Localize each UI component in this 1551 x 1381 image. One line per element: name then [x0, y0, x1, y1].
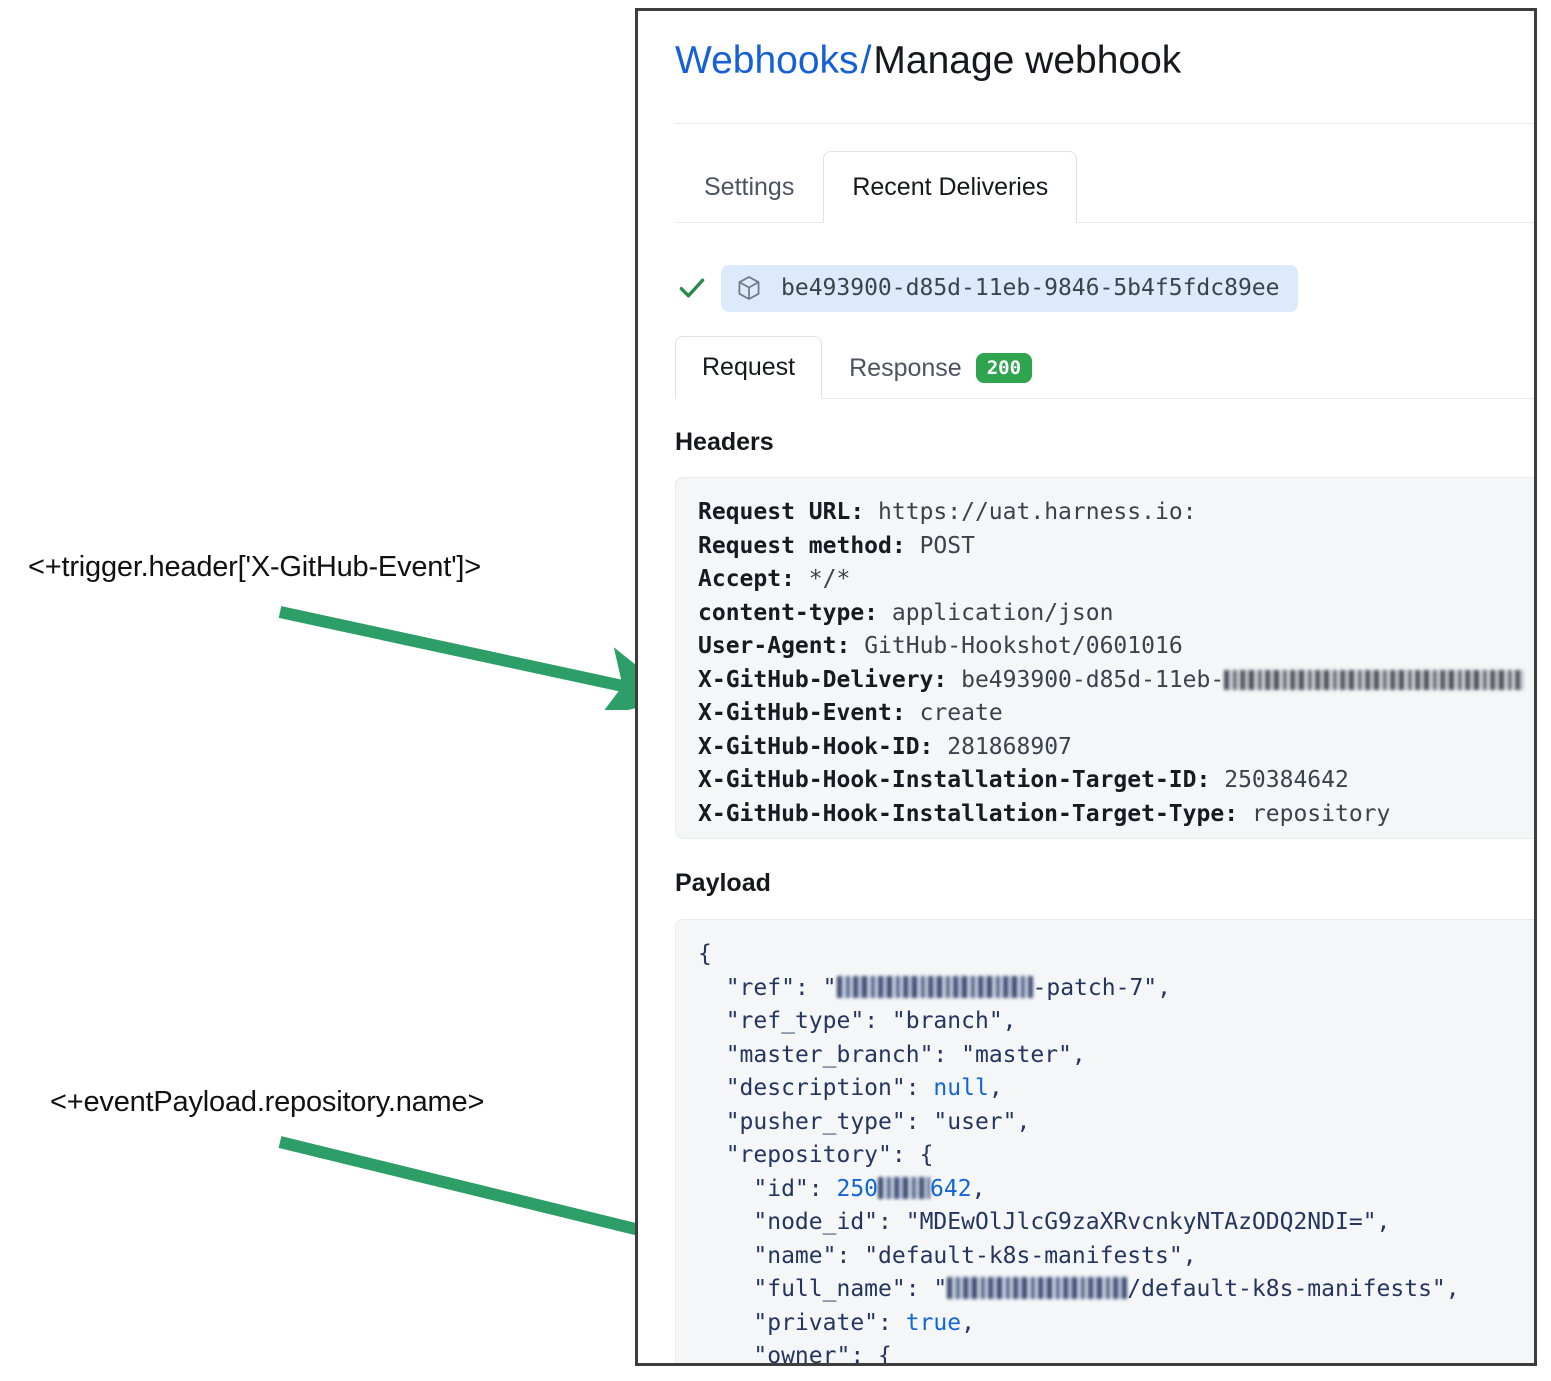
payload-key-node-id: "node_id" [753, 1209, 879, 1235]
payload-key-name: "name" [753, 1242, 837, 1269]
tab-request-label: Request [702, 353, 796, 381]
payload-key-full-name: "full_name" [753, 1276, 906, 1302]
breadcrumb-link-webhooks[interactable]: Webhooks [675, 39, 859, 82]
outer-tab-list: Settings Recent Deliveries [675, 151, 1078, 223]
payload-key-pusher-type: "pusher_type" [725, 1108, 906, 1135]
payload-code-block: { "ref": "-patch-7", "ref_type": "branch… [675, 919, 1534, 1366]
delivery-row[interactable]: be493900-d85d-11eb-9846-5b4f5fdc89ee [675, 263, 1298, 313]
payload-key-master-branch: "master_branch" [725, 1041, 934, 1068]
header-key-accept: Accept: [698, 566, 795, 592]
header-key-x-github-event: X-GitHub-Event: [698, 700, 906, 726]
redacted-delivery-id [1224, 669, 1525, 690]
payload-value-node-id: MDEwOlJlcG9zaXRvcnkyNTAzODQ2NDI= [919, 1209, 1363, 1235]
header-key-request-url: Request URL: [698, 499, 865, 525]
headers-code-block: Request URL: https://uat.harness.io: Req… [675, 477, 1534, 839]
inner-tab-list: Request Response 200 [675, 336, 1059, 399]
header-key-hook-installation-target-type: X-GitHub-Hook-Installation-Target-Type: [698, 800, 1239, 827]
tab-response-label: Response [849, 353, 962, 382]
payload-key-repository: "repository" [725, 1142, 892, 1168]
payload-value-ref-type: "branch", [891, 1008, 1017, 1034]
header-key-hook-installation-target-id: X-GitHub-Hook-Installation-Target-ID: [698, 767, 1211, 793]
header-value-content-type: application/json [891, 599, 1114, 626]
breadcrumb-separator: / [860, 39, 872, 82]
payload-value-full-name-suffix: /default-k8s-manifests [1127, 1276, 1432, 1302]
payload-key-description: "description" [725, 1075, 906, 1101]
payload-key-ref: "ref" [725, 974, 795, 1001]
tab-settings-label: Settings [704, 173, 795, 201]
annotation-arrow-trigger-header [278, 606, 677, 710]
payload-value-description: null [933, 1075, 989, 1101]
tab-request[interactable]: Request [675, 336, 823, 399]
header-key-request-method: Request method: [698, 532, 906, 559]
payload-value-pusher-type: "user", [933, 1108, 1031, 1135]
inner-tabs-baseline [675, 398, 1534, 399]
redacted-ref-owner [836, 975, 1033, 998]
breadcrumb-divider [675, 123, 1534, 124]
payload-key-ref-type: "ref_type" [725, 1008, 865, 1034]
tab-recent-deliveries-label: Recent Deliveries [852, 172, 1049, 201]
header-value-hook-installation-target-type: repository [1251, 800, 1391, 827]
payload-key-owner: "owner" [753, 1343, 851, 1366]
payload-key-private: "private" [753, 1309, 879, 1336]
tab-settings[interactable]: Settings [675, 151, 823, 223]
header-value-request-method: POST [919, 532, 975, 559]
header-value-x-github-hook-id: 281868907 [947, 733, 1072, 760]
payload-value-ref-suffix: -patch-7 [1032, 974, 1144, 1001]
header-value-request-url: https://uat.harness.io: [878, 499, 1197, 525]
redacted-repo-id [878, 1176, 931, 1199]
payload-value-private: true [905, 1309, 962, 1336]
headers-section-title: Headers [675, 428, 774, 456]
header-value-user-agent: GitHub-Hookshot/0601016 [864, 633, 1183, 659]
annotation-label-event-payload: <+eventPayload.repository.name> [50, 1086, 485, 1118]
header-key-x-github-delivery: X-GitHub-Delivery: [698, 666, 948, 693]
payload-value-id-suffix: 642 [930, 1175, 972, 1202]
payload-section-title: Payload [675, 869, 771, 897]
payload-value-master-branch: "master", [961, 1041, 1086, 1068]
breadcrumb-current-page: Manage webhook [873, 39, 1182, 82]
delivery-id-text: be493900-d85d-11eb-9846-5b4f5fdc89ee [781, 275, 1280, 301]
webhook-panel: Webhooks/Manage webhook Settings Recent … [635, 8, 1537, 1366]
breadcrumb: Webhooks/Manage webhook [675, 39, 1181, 83]
package-icon [738, 276, 760, 300]
redacted-full-name-owner [947, 1277, 1128, 1299]
check-icon [679, 278, 705, 298]
payload-value-name: default-k8s-manifests [878, 1242, 1169, 1269]
payload-value-id-prefix: 250 [836, 1175, 879, 1202]
header-key-user-agent: User-Agent: [698, 633, 851, 659]
status-badge: 200 [975, 352, 1033, 384]
header-value-hook-installation-target-id: 250384642 [1224, 767, 1349, 793]
header-value-accept: */* [808, 566, 851, 592]
header-key-x-github-hook-id: X-GitHub-Hook-ID: [698, 733, 934, 760]
outer-tabs-baseline [675, 222, 1534, 223]
delivery-id-pill[interactable]: be493900-d85d-11eb-9846-5b4f5fdc89ee [721, 264, 1298, 312]
header-value-x-github-delivery: be493900-d85d-11eb- [961, 666, 1225, 693]
header-key-content-type: content-type: [698, 599, 879, 626]
tab-response[interactable]: Response 200 [822, 336, 1059, 399]
header-value-x-github-event: create [919, 700, 1003, 726]
annotation-label-trigger-header: <+trigger.header['X-GitHub-Event']> [28, 551, 482, 583]
tab-recent-deliveries[interactable]: Recent Deliveries [823, 151, 1078, 223]
payload-key-id: "id" [753, 1175, 809, 1202]
